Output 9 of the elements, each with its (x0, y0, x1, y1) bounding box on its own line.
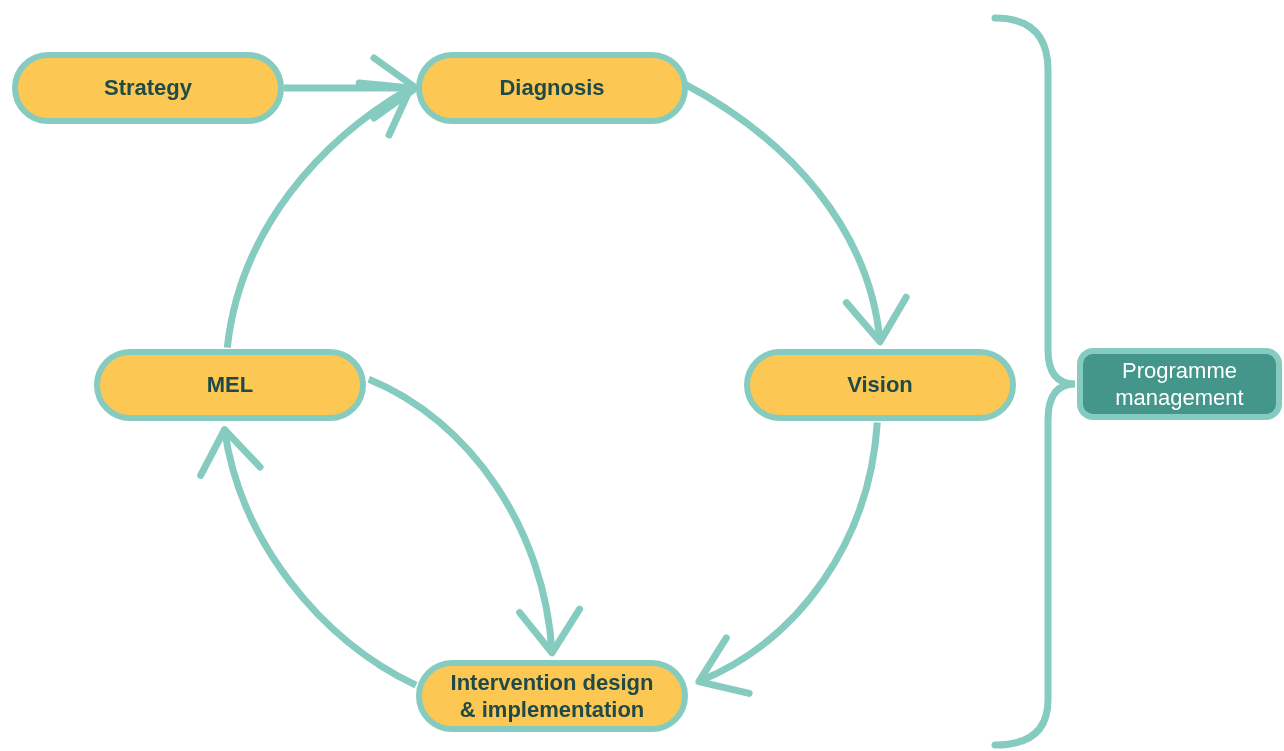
stage-pill: Intervention design & implementation (416, 660, 688, 732)
stage-pill: Vision (744, 349, 1016, 421)
arrow (367, 376, 581, 657)
stage-pill: MEL (94, 349, 366, 421)
stage-pill: Strategy (12, 52, 284, 124)
stage-pill: Diagnosis (416, 52, 688, 124)
arrow (199, 426, 418, 689)
management-box: Programme management (1077, 348, 1282, 420)
arrow (695, 422, 881, 695)
